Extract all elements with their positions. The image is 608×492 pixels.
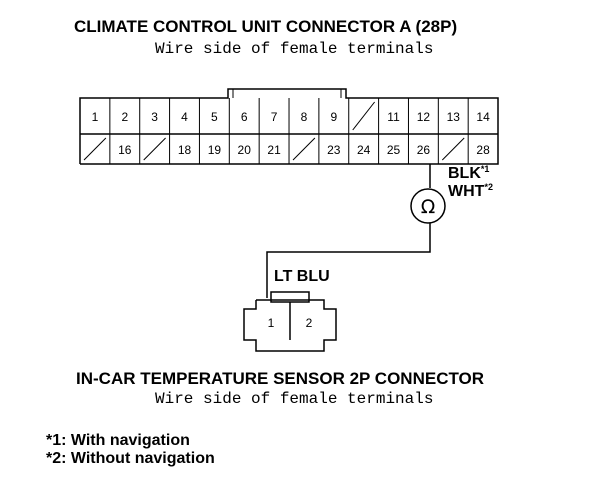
note-2: *2: Without navigation [46, 450, 215, 467]
connector-a-subtitle: Wire side of female terminals [155, 40, 433, 58]
note-1: *1: With navigation [46, 432, 190, 449]
pin-4: 4 [181, 110, 188, 124]
ohmmeter [410, 188, 446, 224]
pin-26: 26 [417, 143, 431, 157]
pin-3: 3 [151, 110, 158, 124]
sensor-pin-2: 2 [306, 316, 313, 330]
bottom-row-empty-cell [292, 137, 316, 161]
pin-5: 5 [211, 110, 218, 124]
wire-color-lt-blu: LT BLU [274, 268, 330, 285]
pin-16: 16 [118, 143, 132, 157]
bottom-row-empty-cell [441, 137, 465, 161]
pin-19: 19 [208, 143, 222, 157]
pin-21: 21 [267, 143, 281, 157]
top-row-empty-cell [352, 101, 375, 131]
pin-12: 12 [417, 110, 431, 124]
connector-a-title: CLIMATE CONTROL UNIT CONNECTOR A (28P) [74, 17, 457, 36]
pin-7: 7 [271, 110, 278, 124]
pin-6: 6 [241, 110, 248, 124]
pin-24: 24 [357, 143, 371, 157]
pin-1: 1 [92, 110, 99, 124]
pin-28: 28 [476, 143, 490, 157]
pin-18: 18 [178, 143, 192, 157]
bottom-row-empty-cell [83, 137, 107, 161]
bottom-row-empty-cell [143, 137, 166, 161]
sensor-title: IN-CAR TEMPERATURE SENSOR 2P CONNECTOR [76, 369, 484, 388]
pin-20: 20 [238, 143, 252, 157]
sensor-subtitle: Wire side of female terminals [155, 390, 433, 408]
pin-23: 23 [327, 143, 341, 157]
wire-b [266, 223, 431, 298]
pin-13: 13 [447, 110, 461, 124]
sensor-connector: 1 2 [243, 291, 337, 352]
wire-color-blk: BLK*1 [448, 164, 489, 182]
pin-25: 25 [387, 143, 401, 157]
pin-2: 2 [121, 110, 128, 124]
pin-9: 9 [330, 110, 337, 124]
wire-color-wht: WHT*2 [448, 182, 493, 200]
pin-11: 11 [387, 110, 400, 124]
ohm-icon: Ω [421, 196, 436, 218]
pin-8: 8 [301, 110, 308, 124]
sensor-pin-1: 1 [268, 316, 275, 330]
pin-14: 14 [476, 110, 490, 124]
